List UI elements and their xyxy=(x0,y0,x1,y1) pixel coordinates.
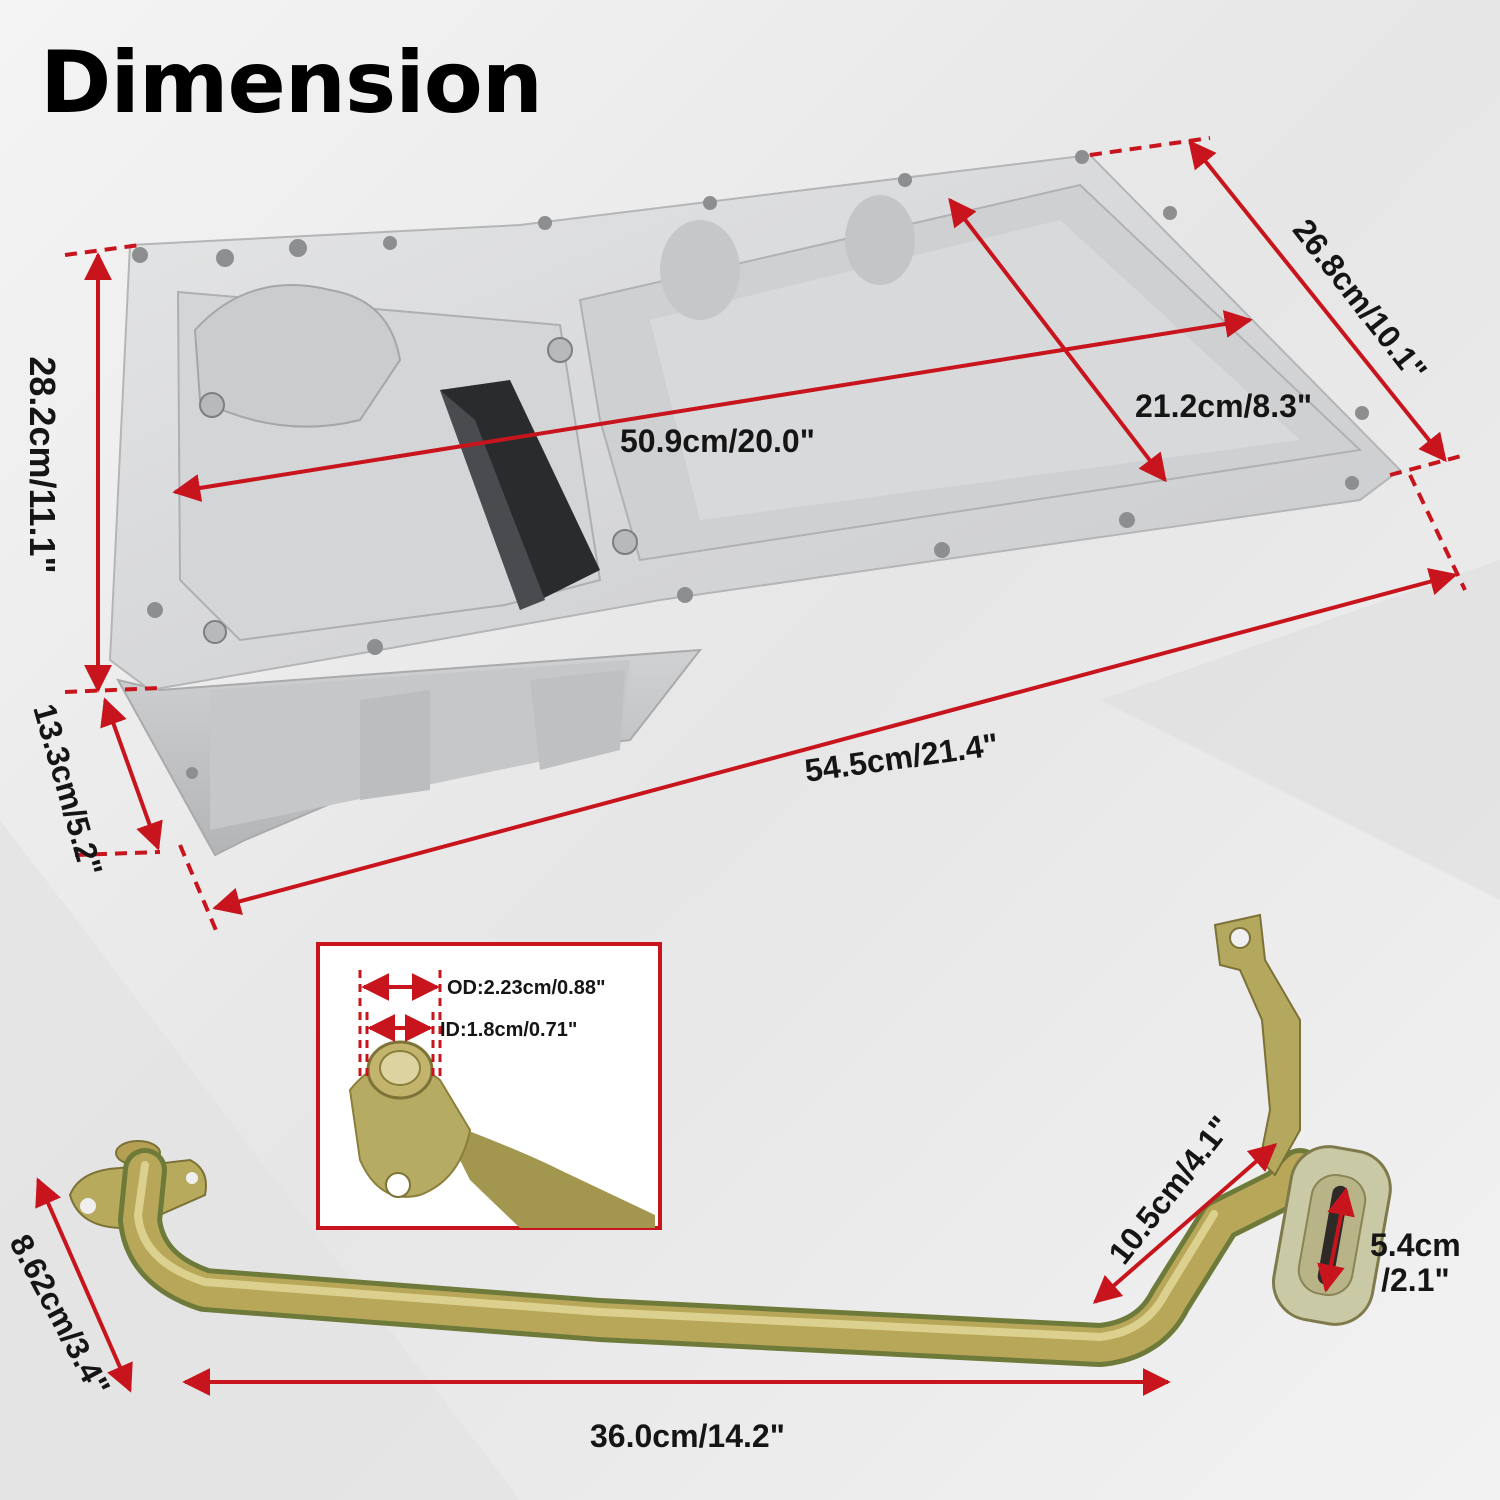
pickup-tube-dimensions xyxy=(35,1143,1355,1396)
pickup-tube-illustration xyxy=(68,913,1392,1367)
dim-side-height-label: 28.2cm/11.1" xyxy=(22,356,63,574)
dim-id-label: ID:1.8cm/0.71" xyxy=(440,1019,578,1041)
oil-pan-dimensions xyxy=(64,136,1467,936)
dim-tube-length-label: 36.0cm/14.2" xyxy=(590,1418,785,1454)
dim-inner-width-label: 21.2cm/8.3" xyxy=(1135,388,1313,424)
inlet-detail-inset xyxy=(316,942,662,1230)
dim-screen-label-line2: /2.1" xyxy=(1381,1262,1450,1299)
dim-od-label: OD:2.23cm/0.88" xyxy=(447,977,606,999)
dim-screen-label: 5.4cm /2.1" xyxy=(1370,1227,1461,1299)
dim-screen-label-line1: 5.4cm xyxy=(1370,1227,1461,1263)
page-title: Dimension xyxy=(40,33,543,133)
dim-inner-length-label: 50.9cm/20.0" xyxy=(620,423,815,459)
